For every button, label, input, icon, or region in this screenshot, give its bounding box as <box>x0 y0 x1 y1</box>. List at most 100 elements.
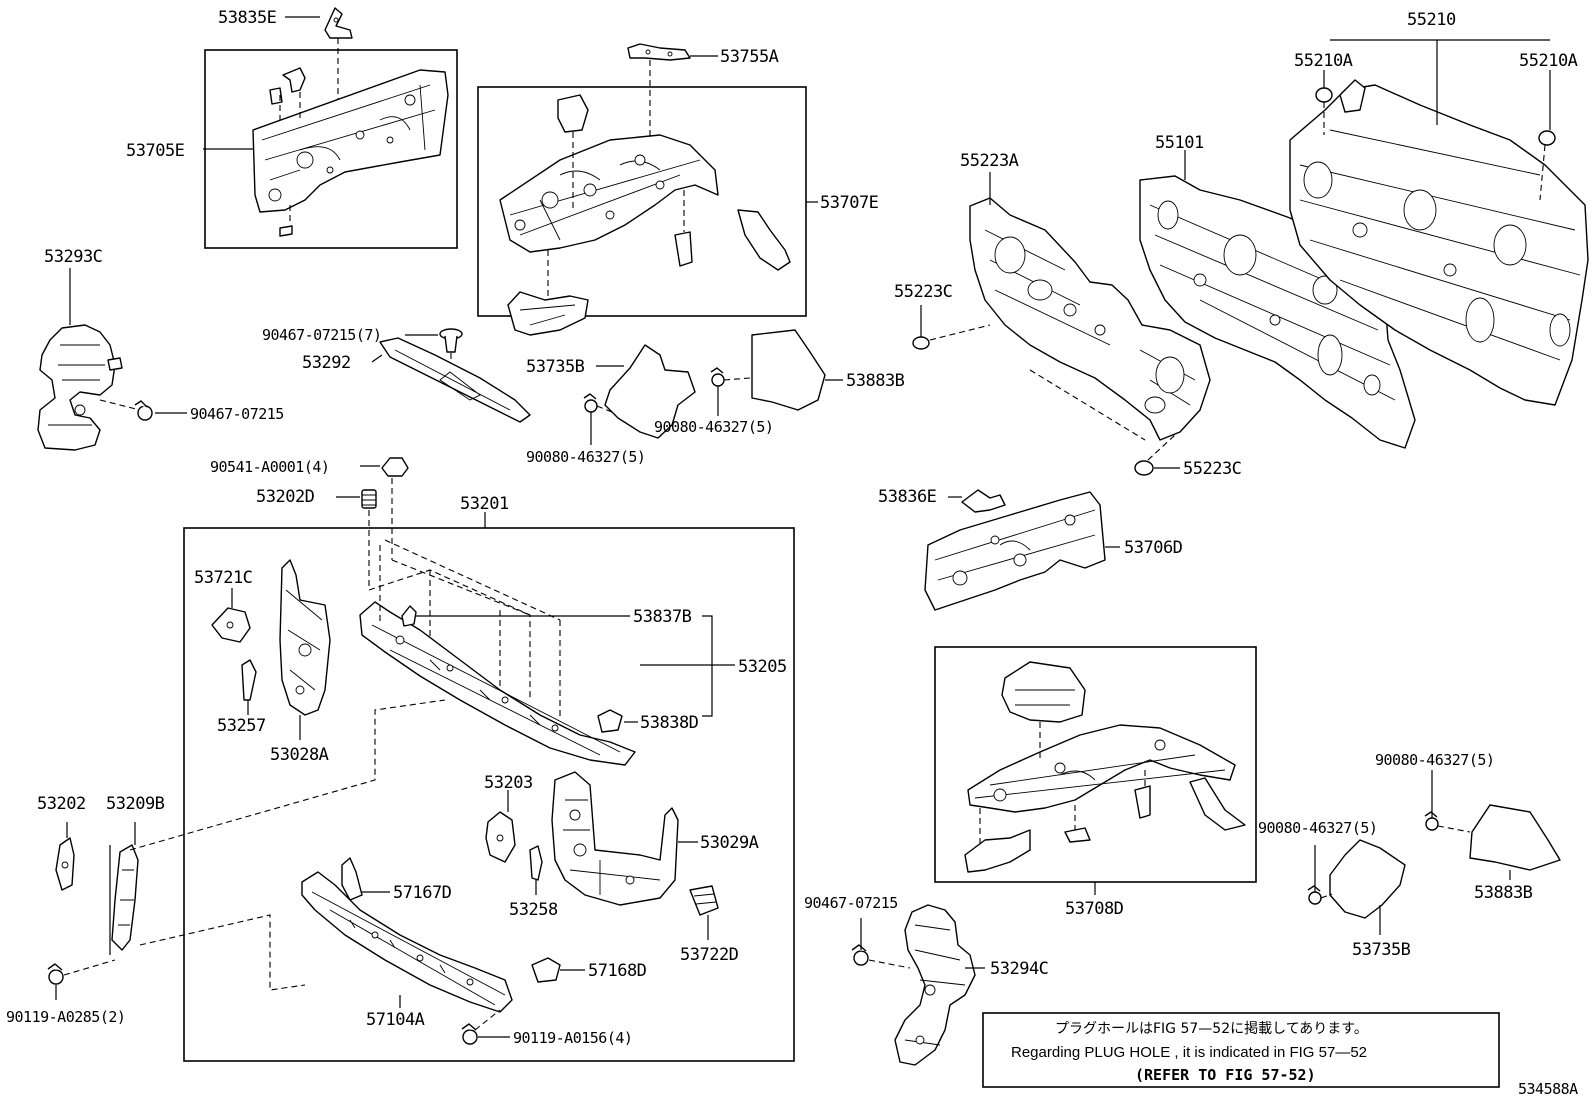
part-53293c-shield <box>37 324 123 451</box>
label-53735b-top: 53735B <box>526 357 585 377</box>
part-53209b-bracket <box>111 844 139 951</box>
label-53883b-bottom: 53883B <box>1474 883 1533 903</box>
label-55101: 55101 <box>1155 133 1204 153</box>
clip-55210a-right <box>1538 130 1556 146</box>
dash-90467-right <box>868 959 911 969</box>
part-53202d-stopper <box>361 489 377 509</box>
label-53837b: 53837B <box>633 607 692 627</box>
dash-53707e <box>547 132 685 298</box>
label-55210a-right: 55210A <box>1519 51 1578 71</box>
label-53835e: 53835E <box>218 8 277 28</box>
label-90080-46327-c: 90080-46327(5) <box>1375 751 1494 769</box>
diagram-id: 534588A <box>1518 1080 1578 1098</box>
note-english: Regarding PLUG HOLE , it is indicated in… <box>1011 1044 1367 1061</box>
label-90119-a0285-2: 90119-A0285(2) <box>6 1008 125 1026</box>
part-53203-bracket <box>485 811 516 863</box>
dash-53209b <box>129 699 446 991</box>
part-53028a-side-support <box>279 559 331 716</box>
part-53735b-top-gasket <box>604 344 696 439</box>
label-53203: 53203 <box>484 773 533 793</box>
label-53201: 53201 <box>460 494 509 514</box>
part-53292-bar <box>379 337 531 423</box>
part-53258-clip <box>529 845 543 881</box>
part-57167d-bracket <box>341 857 363 901</box>
label-90080-46327-a-right: 90080-46327(5) <box>654 418 773 436</box>
label-90541-a0001-4: 90541-A0001(4) <box>210 458 329 476</box>
dash-90080-c <box>1437 825 1471 833</box>
label-55223c-bottom: 55223C <box>1183 459 1241 479</box>
bolt-90467-07215-left <box>134 400 153 421</box>
part-53735b-bottom-gasket <box>1329 839 1406 919</box>
label-55223a: 55223A <box>960 151 1019 171</box>
label-55210a-left: 55210A <box>1294 51 1353 71</box>
part-53883b-bottom-gasket <box>1469 804 1561 871</box>
label-90080-46327-b-left: 90080-46327(5) <box>526 448 645 466</box>
part-53721c-bracket <box>211 607 251 643</box>
clip-90467-07215-7 <box>439 328 463 353</box>
part-55223a-insulator <box>969 197 1211 441</box>
bolt-90467-07215-right <box>851 944 869 966</box>
part-53837b-bracket <box>401 605 417 627</box>
label-90467-07215-7: 90467-07215(7) <box>262 326 381 344</box>
label-53722d: 53722D <box>680 945 739 965</box>
label-53836e: 53836E <box>878 487 937 507</box>
label-53707e: 53707E <box>820 193 879 213</box>
part-57104a-lower-support <box>301 871 513 1013</box>
cushion-90541-a0001 <box>381 457 409 477</box>
dash-90080-b <box>723 377 751 381</box>
dash-90080-a <box>596 405 613 413</box>
part-53029a-side-support <box>551 771 679 906</box>
label-53721c: 53721C <box>194 568 252 588</box>
label-53883b-top: 53883B <box>846 371 905 391</box>
label-53294c: 53294C <box>990 959 1048 979</box>
label-53202: 53202 <box>37 794 86 814</box>
label-53735b-bottom: 53735B <box>1352 940 1411 960</box>
dash-90119-a0156 <box>474 1009 501 1031</box>
label-90080-46327-d: 90080-46327(5) <box>1258 819 1377 837</box>
part-53883b-top-gasket <box>751 329 826 411</box>
dash-55223c-top <box>929 324 991 341</box>
part-53722d-bracket <box>689 885 719 916</box>
part-53205-upper-support <box>359 601 636 766</box>
dash-53201-frame <box>368 539 561 720</box>
bolt-90080-46327-a <box>583 393 598 413</box>
label-57104a: 57104A <box>366 1010 425 1030</box>
label-53708d: 53708D <box>1065 899 1124 919</box>
dash-90119-a0285 <box>63 959 116 976</box>
part-55210-silencer <box>1289 79 1589 406</box>
label-57168d: 57168D <box>588 961 647 981</box>
plug-hole-note-box <box>982 1012 1500 1088</box>
note-japanese: プラグホールはFIG 57—52に掲載してあります。 <box>1055 1021 1368 1037</box>
label-57167d: 57167D <box>393 883 452 903</box>
label-53202d: 53202D <box>256 487 315 507</box>
label-53292: 53292 <box>302 353 351 373</box>
dash-90080-d <box>1320 893 1333 899</box>
part-57168d-bracket <box>531 957 561 983</box>
part-53202-bracket <box>55 837 75 891</box>
dash-53293c <box>99 399 141 411</box>
part-53755a-bracket <box>627 43 691 61</box>
part-53838d-bracket <box>597 709 623 733</box>
label-53706d: 53706D <box>1124 538 1183 558</box>
label-53258: 53258 <box>509 900 558 920</box>
label-53293c: 53293C <box>44 247 102 267</box>
dash-53705e <box>279 92 301 225</box>
part-53257-clip <box>241 659 257 701</box>
box-53201 <box>183 527 795 1062</box>
bolt-90080-46327-b <box>710 367 725 387</box>
clip-55223c-bottom <box>1134 460 1154 476</box>
part-53294c-shield <box>894 904 976 1066</box>
part-53708d-apron <box>964 661 1246 873</box>
label-55210: 55210 <box>1407 10 1456 30</box>
clip-55210a-left <box>1315 87 1333 103</box>
part-53706d-apron <box>924 491 1106 611</box>
dash-55223c-bottom <box>1029 369 1176 461</box>
label-53028a: 53028A <box>270 745 329 765</box>
bolt-90119-a0285 <box>47 963 64 985</box>
part-53835e-bracket <box>324 7 353 39</box>
label-53257: 53257 <box>217 716 266 736</box>
label-55223c-top: 55223C <box>894 282 952 302</box>
part-53705e-apron <box>252 67 449 237</box>
clip-55223c-top <box>912 336 930 350</box>
